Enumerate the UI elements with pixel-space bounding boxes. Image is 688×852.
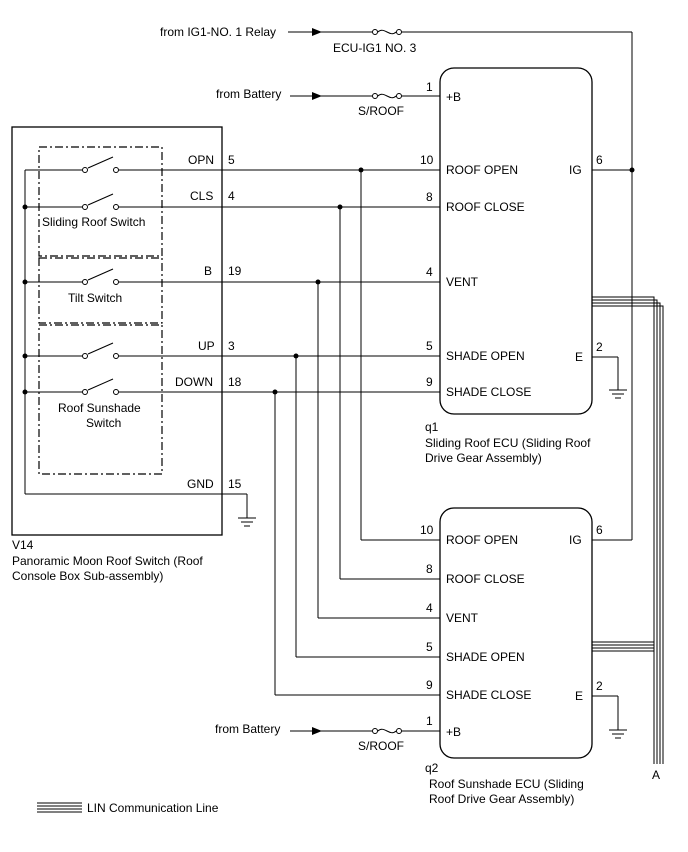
fuse-sroof-bottom-label: S/ROOF	[358, 739, 404, 753]
ecu-q1-name-line1: Sliding Roof ECU (Sliding Roof	[425, 436, 591, 450]
switch-cls	[25, 193, 440, 210]
ecu-q2-name-line1: Roof Sunshade ECU (Sliding	[429, 777, 584, 791]
q2-shade-close-label: SHADE CLOSE	[446, 688, 531, 702]
q1-roof-open-label: ROOF OPEN	[446, 163, 518, 177]
q2-roof-close-label: ROOF CLOSE	[446, 572, 525, 586]
switch-body	[11, 126, 223, 536]
q1-roof-open-pin: 10	[420, 153, 434, 167]
battery-feed-top: from Battery S/ROOF 1	[216, 80, 440, 118]
q1-e-label: E	[575, 350, 583, 364]
q1-roof-close-pin: 8	[426, 190, 433, 204]
q2-shade-close-pin: 9	[426, 678, 433, 692]
ground-icon	[609, 389, 627, 399]
ecu-q1-body	[439, 67, 593, 415]
switch-name-line1: Panoramic Moon Roof Switch (Roof	[12, 554, 203, 568]
battery-feed-bottom: from Battery S/ROOF 1	[215, 714, 440, 753]
fuse-sroof-top-icon	[377, 93, 397, 99]
q1-shade-close-pin: 9	[426, 375, 433, 389]
q1-e-pin: 2	[596, 340, 603, 354]
q1-vent-label: VENT	[446, 275, 479, 289]
source-battery-top: from Battery	[216, 87, 281, 101]
tilt-switch-group	[38, 257, 163, 324]
terminal-up-label: UP	[198, 339, 215, 353]
q2-ig-pin: 6	[596, 523, 603, 537]
q2-roof-open-label: ROOF OPEN	[446, 533, 518, 547]
fuse-ecu-ig1-icon	[377, 29, 397, 35]
ecu-q1-code: q1	[425, 420, 439, 434]
ground-icon	[238, 517, 256, 527]
roof-sunshade-switch-group	[38, 324, 163, 475]
source-ig1-relay: from IG1-NO. 1 Relay	[160, 25, 276, 39]
arrow-icon	[312, 28, 322, 36]
ig1-feed: from IG1-NO. 1 Relay ECU-IG1 NO. 3	[160, 25, 633, 540]
terminal-b-pin: 19	[228, 264, 242, 278]
q1-ig-pin: 6	[596, 153, 603, 167]
q1-vent-pin: 4	[426, 265, 433, 279]
branch-wires	[272, 167, 440, 696]
legend-lin-label: LIN Communication Line	[87, 801, 219, 815]
q2-roof-close-pin: 8	[426, 562, 433, 576]
terminal-cls-label: CLS	[190, 189, 213, 203]
q2-e-pin: 2	[596, 679, 603, 693]
switch-up	[25, 342, 440, 359]
q1-ig-label: IG	[569, 163, 582, 177]
terminal-opn-label: OPN	[188, 153, 214, 167]
q2-ig-label: IG	[569, 533, 582, 547]
terminal-b-label: B	[204, 264, 212, 278]
sunshade-switch-label-2: Switch	[86, 416, 121, 430]
fuse-ecu-ig1-label: ECU-IG1 NO. 3	[333, 41, 417, 55]
ecu-q2-code: q2	[425, 761, 439, 775]
q2-roof-open-pin: 10	[420, 523, 434, 537]
arrow-icon	[312, 727, 322, 735]
ecu-q1: +B ROOF OPEN 10 ROOF CLOSE 8 VENT 4 SHAD…	[420, 67, 635, 465]
ground-icon	[609, 729, 627, 739]
switch-down	[25, 378, 440, 395]
arrow-icon	[312, 92, 322, 100]
sunshade-switch-label-1: Roof Sunshade	[58, 401, 141, 415]
source-battery-bottom: from Battery	[215, 722, 280, 736]
terminal-down-label: DOWN	[175, 375, 213, 389]
q1-roof-close-label: ROOF CLOSE	[446, 200, 525, 214]
ecu-q2-name-line2: Roof Drive Gear Assembly)	[429, 792, 574, 806]
q1-shade-open-label: SHADE OPEN	[446, 349, 525, 363]
q2-pin-b-label: +B	[446, 725, 461, 739]
switch-assembly-v14: Sliding Roof Switch Tilt Switch Roof Sun…	[11, 126, 440, 583]
terminal-down-pin: 18	[228, 375, 242, 389]
q2-shade-open-pin: 5	[426, 640, 433, 654]
q2-pin-b-number: 1	[426, 714, 433, 728]
sliding-roof-switch-label: Sliding Roof Switch	[42, 215, 145, 229]
terminal-up-pin: 3	[228, 339, 235, 353]
switch-tilt	[25, 268, 440, 285]
terminal-gnd-label: GND	[187, 477, 214, 491]
fuse-sroof-top-label: S/ROOF	[358, 104, 404, 118]
switch-code: V14	[12, 538, 34, 552]
lin-bus: A	[592, 296, 664, 782]
q2-vent-label: VENT	[446, 611, 479, 625]
ecu-q1-name-line2: Drive Gear Assembly)	[425, 451, 542, 465]
q1-pin-b-label: +B	[446, 90, 461, 104]
q2-shade-open-label: SHADE OPEN	[446, 650, 525, 664]
terminal-opn-pin: 5	[228, 153, 235, 167]
q1-shade-close-label: SHADE CLOSE	[446, 385, 531, 399]
ecu-q2-body	[439, 507, 593, 759]
switch-name-line2: Console Box Sub-assembly)	[12, 569, 163, 583]
lin-end-label: A	[652, 768, 660, 782]
terminal-cls-pin: 4	[228, 189, 235, 203]
tilt-switch-label: Tilt Switch	[68, 291, 122, 305]
ecu-q2: ROOF OPEN 10 ROOF CLOSE 8 VENT 4 SHADE O…	[420, 507, 632, 806]
q1-pin-b-number: 1	[426, 80, 433, 94]
fuse-sroof-bottom-icon	[377, 728, 397, 734]
terminal-gnd-pin: 15	[228, 477, 242, 491]
legend: LIN Communication Line	[37, 801, 219, 815]
switch-opn	[25, 156, 440, 173]
sliding-roof-switch-group	[38, 146, 163, 257]
q1-shade-open-pin: 5	[426, 339, 433, 353]
q2-vent-pin: 4	[426, 601, 433, 615]
q2-e-label: E	[575, 689, 583, 703]
